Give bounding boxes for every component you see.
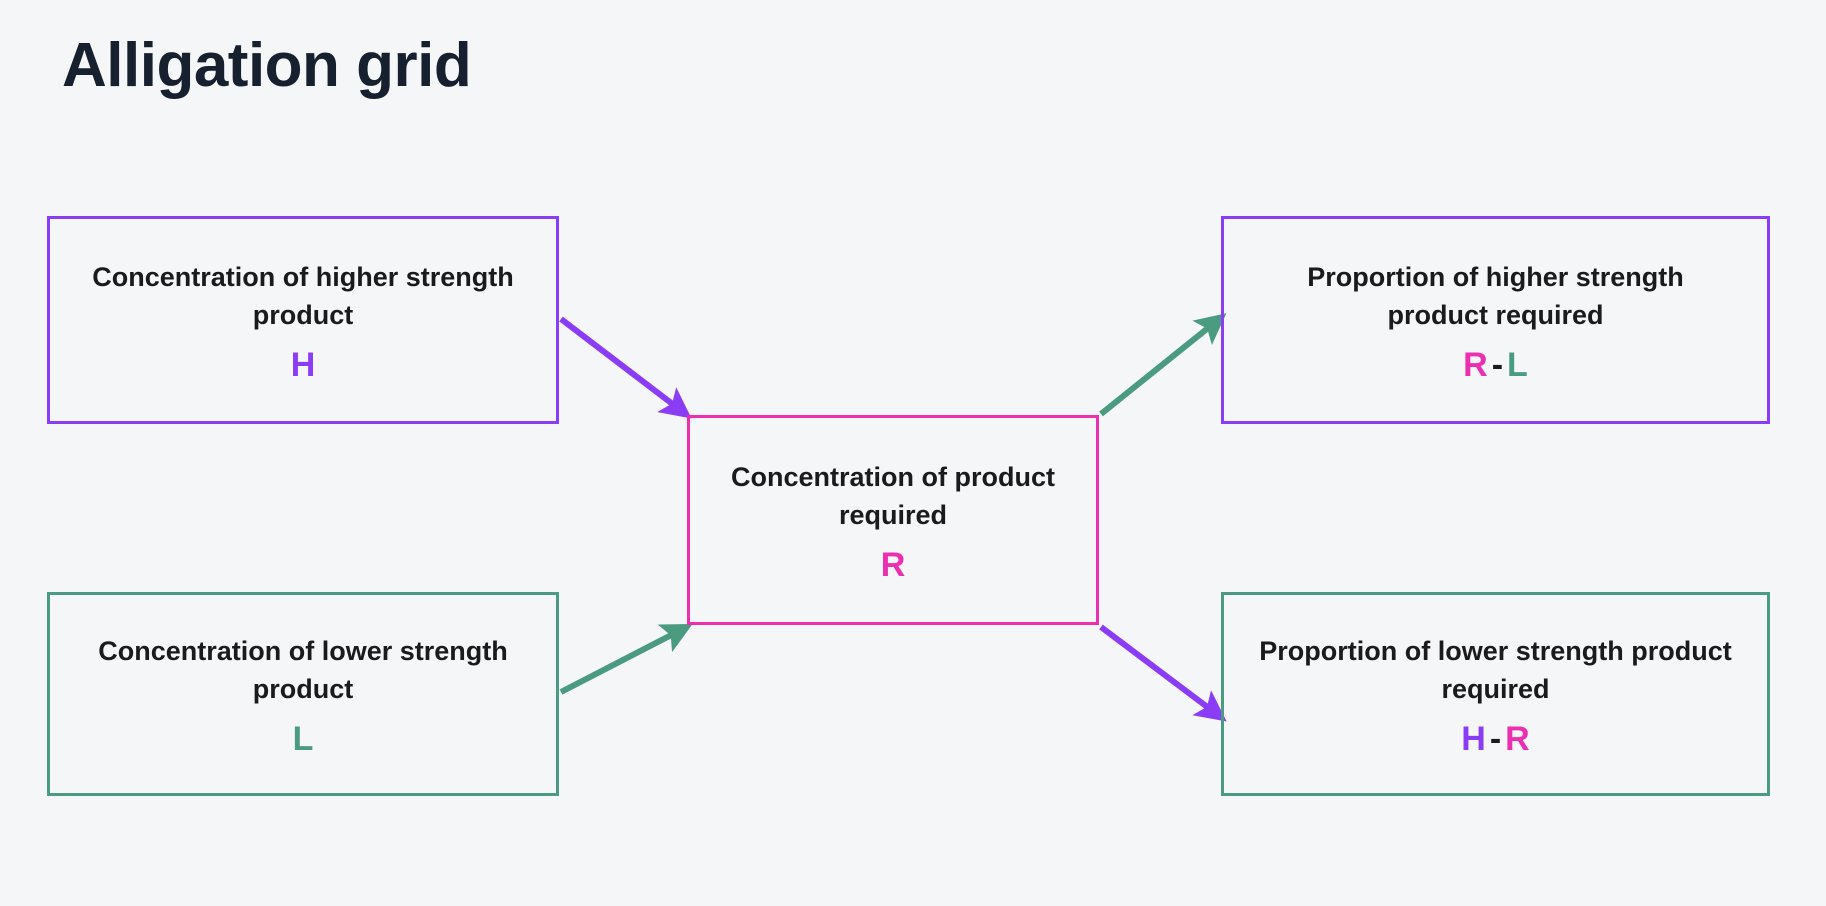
page-title: Alligation grid (62, 31, 472, 100)
symbol-l: L (1507, 346, 1528, 385)
symbol-h: H (290, 346, 316, 385)
node-lower-concentration-symbol: L (293, 722, 314, 756)
node-lower-proportion-symbol: H-R (1461, 722, 1529, 756)
symbol-minus-operator: - (1491, 346, 1504, 385)
node-lower-proportion-label: Proportion of lower strength product req… (1259, 635, 1732, 704)
arrow-required-to-lower-proportion (1099, 624, 1227, 722)
symbol-h: H (1461, 720, 1486, 759)
arrow-required-to-higher-proportion (1099, 313, 1227, 417)
node-higher-concentration-symbol: H (291, 348, 316, 382)
node-required-concentration-symbol: R (881, 548, 906, 582)
node-required-concentration[interactable]: Concentration of product required R (687, 415, 1099, 625)
node-required-concentration-label: Concentration of product required (731, 461, 1055, 530)
arrow-lower-to-required (559, 624, 693, 695)
node-higher-proportion-symbol: R-L (1463, 348, 1528, 382)
node-higher-concentration[interactable]: Concentration of higher strength product… (47, 216, 559, 424)
symbol-l: L (292, 720, 314, 759)
node-lower-concentration[interactable]: Concentration of lower strength product … (47, 592, 559, 796)
symbol-r: R (880, 546, 906, 585)
node-lower-concentration-label: Concentration of lower strength product (98, 635, 508, 704)
symbol-minus-operator: - (1489, 720, 1502, 759)
node-higher-proportion[interactable]: Proportion of higher strength product re… (1221, 216, 1770, 424)
node-higher-concentration-label: Concentration of higher strength product (92, 261, 514, 330)
node-higher-proportion-label: Proportion of higher strength product re… (1307, 261, 1684, 330)
node-lower-proportion[interactable]: Proportion of lower strength product req… (1221, 592, 1770, 796)
arrow-higher-to-required (559, 316, 692, 419)
symbol-r: R (1463, 346, 1488, 385)
symbol-r: R (1505, 720, 1530, 759)
